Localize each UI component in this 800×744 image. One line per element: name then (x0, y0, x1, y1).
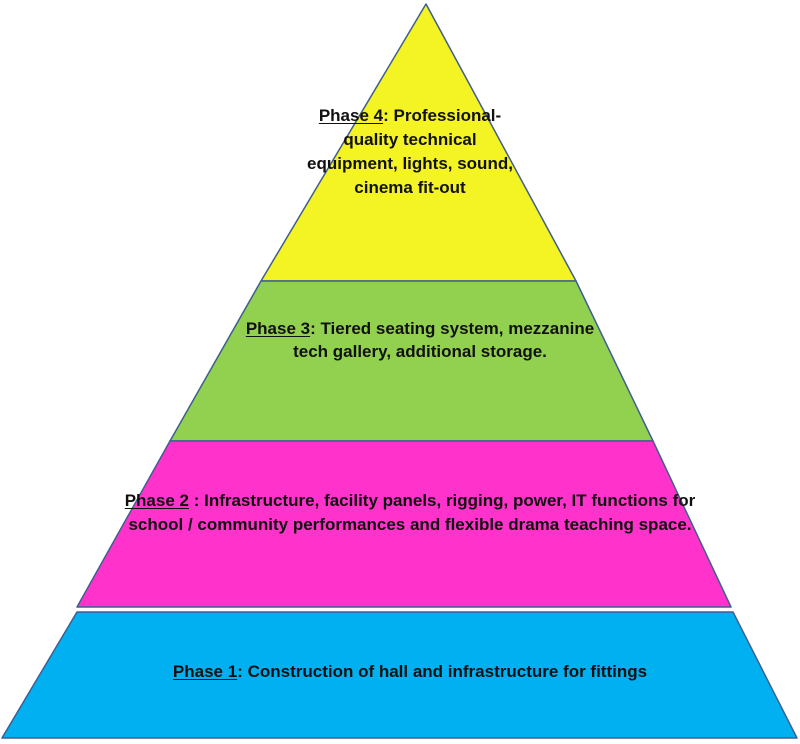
phase-name: Phase 2 (124, 491, 189, 510)
phase-name: Phase 3 (245, 319, 311, 338)
phase-separator: : (383, 106, 389, 125)
tier-label-phase-1: Phase 1: Construction of hall and infras… (100, 660, 720, 684)
tier-phase-2 (76, 440, 732, 608)
phase-separator: : (237, 662, 243, 681)
tier-label-phase-3: Phase 3: Tiered seating system, mezzanin… (230, 317, 610, 363)
tier-label-phase-4: Phase 4: Professional-quality technical … (300, 104, 520, 200)
phase-separator: : (310, 319, 316, 338)
phase-name: Phase 1 (172, 662, 238, 681)
tier-label-phase-2: Phase 2 : Infrastructure, facility panel… (120, 489, 700, 537)
phase-separator: : (188, 491, 200, 510)
phase-name: Phase 4 (318, 106, 384, 125)
phase-description: Professional-quality technical equipment… (307, 106, 513, 197)
phase-description: Construction of hall and infrastructure … (247, 662, 648, 681)
phase-description: Tiered seating system, mezzanine tech ga… (293, 319, 595, 361)
tier-phase-1 (1, 611, 798, 739)
phase-description: Infrastructure, facility panels, rigging… (128, 491, 696, 534)
